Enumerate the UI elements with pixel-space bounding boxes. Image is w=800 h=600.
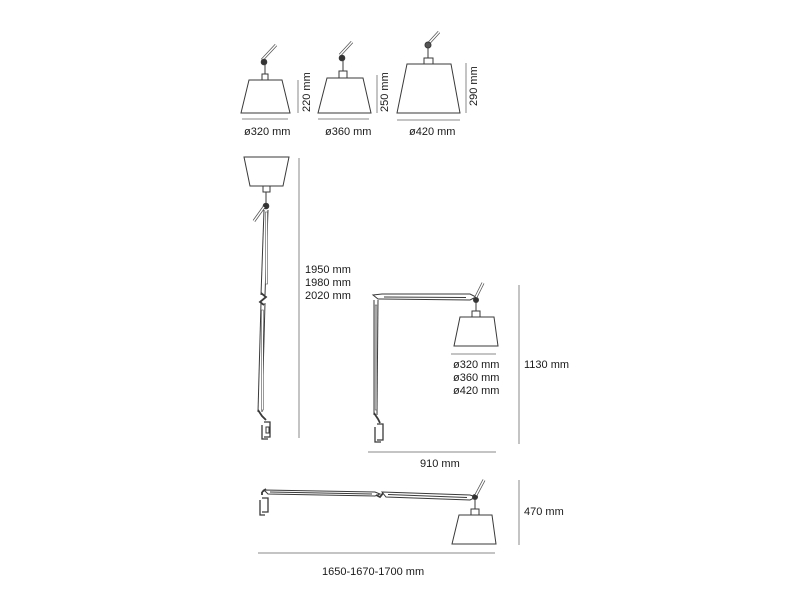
table-height-label: 1130 mm [524,359,570,371]
vertical-height-labels: 1950 mm 1980 mm 2020 mm [305,264,351,303]
height-option-1980: 1980 mm [305,277,351,289]
extended-lamp-drawing [259,479,497,545]
shade-320-diameter-label: ø320 mm [244,126,291,138]
shade-360-diameter-label: ø360 mm [325,126,372,138]
shade-360-drawing [317,40,372,114]
shade-320-height-label: 220 mm [301,72,313,112]
height-option-1950: 1950 mm [305,264,351,276]
table-lamp-drawing [371,282,499,443]
diameter-option-420: ø420 mm [453,385,500,397]
shade-420-diameter-label: ø420 mm [409,126,456,138]
extended-reach-label: 1650-1670-1700 mm [322,566,425,578]
table-reach-label: 910 mm [420,458,460,470]
shade-320-drawing [240,43,291,114]
vertical-lamp-drawing [243,156,290,440]
height-option-2020: 2020 mm [305,290,351,302]
shade-420-height-label: 290 mm [468,66,480,106]
table-shade-diameter-labels: ø320 mm ø360 mm ø420 mm [453,359,499,398]
diameter-option-320: ø320 mm [453,359,500,371]
shade-360-height-label: 250 mm [379,72,391,112]
extended-height-label: 470 mm [524,506,564,518]
diameter-option-360: ø360 mm [453,372,500,384]
shade-420-drawing [396,30,461,114]
